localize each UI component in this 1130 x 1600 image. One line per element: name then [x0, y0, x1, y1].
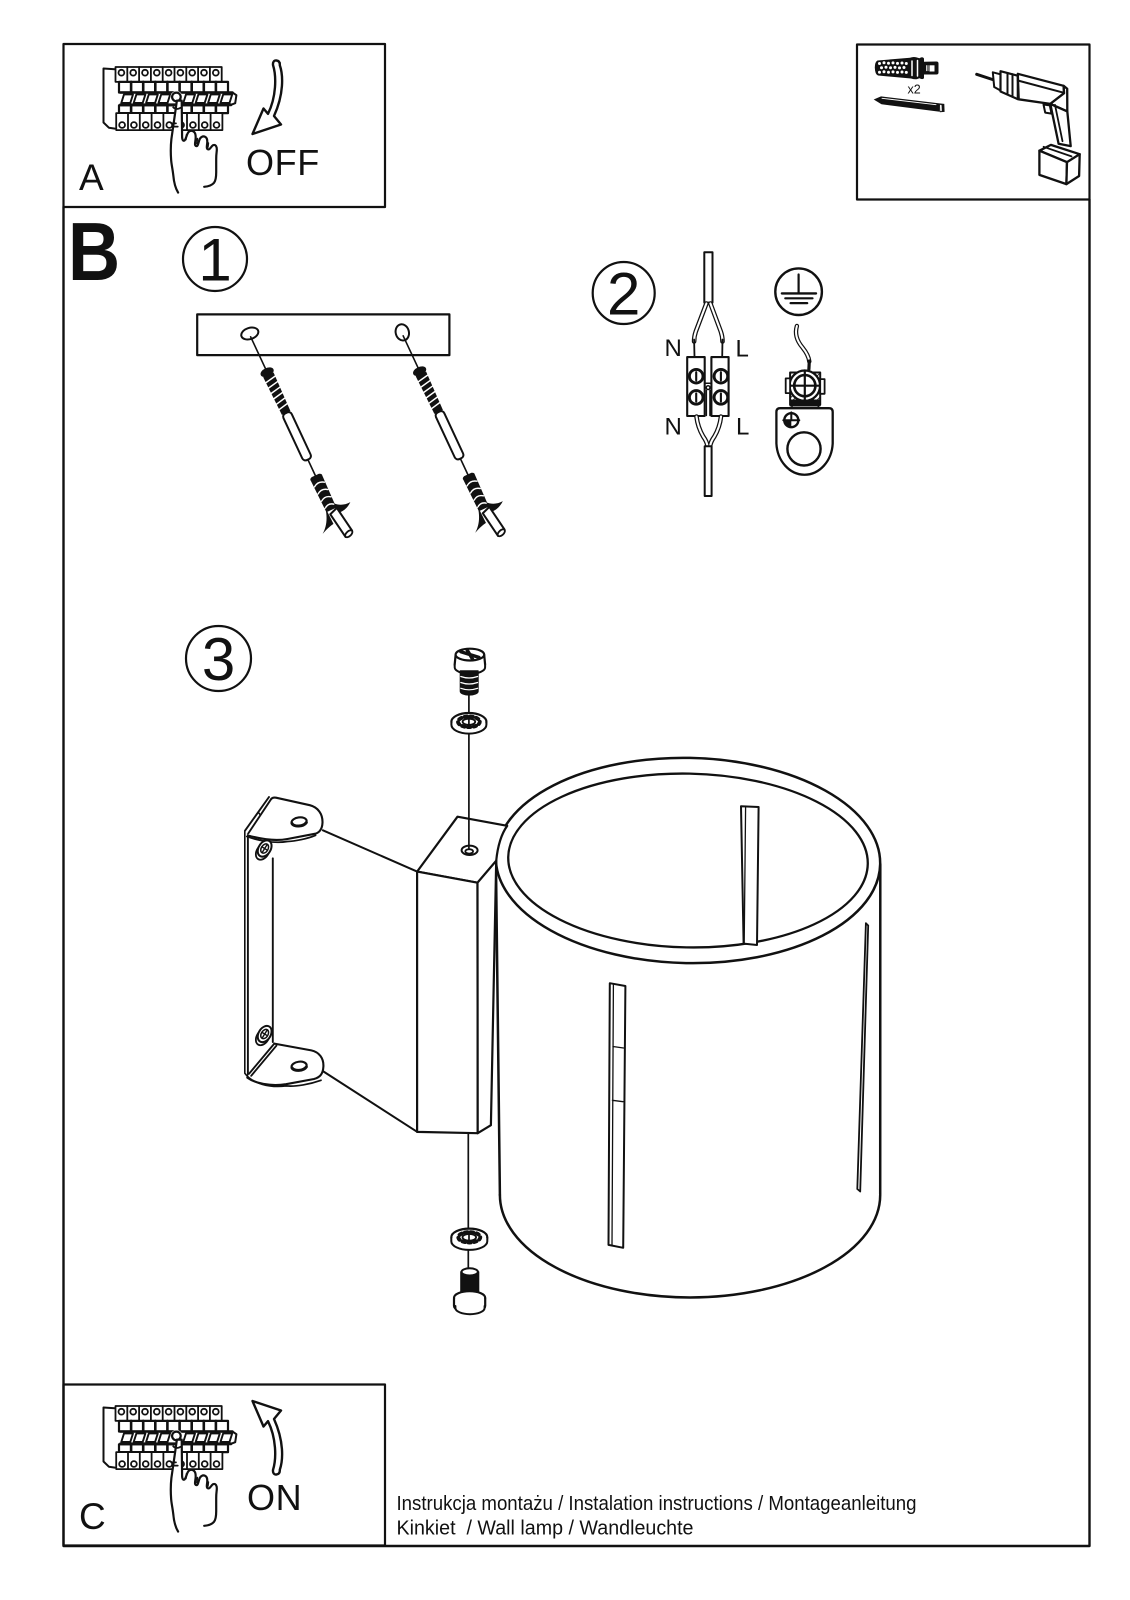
svg-text:N: N: [665, 414, 682, 441]
svg-text:Instrukcja montażu / Instalati: Instrukcja montażu / Instalation instruc…: [397, 1493, 917, 1515]
svg-text:Kinkiet / Wall lamp / Wandleu: Kinkiet / Wall lamp / Wandleuchte: [397, 1518, 694, 1540]
svg-text:1: 1: [198, 227, 231, 294]
svg-text:ON: ON: [247, 1477, 302, 1518]
svg-text:B: B: [68, 206, 120, 298]
svg-text:L: L: [736, 336, 749, 363]
svg-text:OFF: OFF: [246, 142, 320, 183]
svg-text:C: C: [79, 1496, 106, 1537]
svg-text:N: N: [665, 335, 682, 362]
svg-text:3: 3: [202, 626, 235, 693]
svg-text:2: 2: [607, 261, 640, 328]
svg-text:x2: x2: [908, 83, 921, 97]
svg-text:L: L: [736, 414, 749, 441]
svg-text:A: A: [79, 157, 104, 198]
